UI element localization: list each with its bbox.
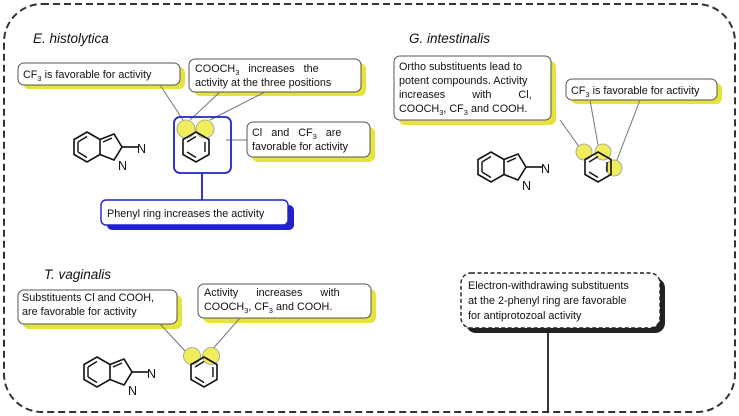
svg-text:Cl and CF3 are: Cl and CF3 are — [252, 127, 341, 141]
svg-text:N: N — [522, 179, 531, 193]
svg-text:Ortho substituents lead to: Ortho substituents lead to — [399, 61, 522, 73]
label-t-vaginalis: T. vaginalis — [44, 267, 111, 282]
gi-molecule: N N — [477, 143, 623, 193]
outer-dashed-frame — [3, 3, 736, 413]
tv-highlight-ortho — [183, 347, 201, 365]
summary-box: Electron-withdrawing substituents at the… — [460, 272, 665, 413]
svg-text:potent compounds. Activity: potent compounds. Activity — [399, 75, 528, 87]
label-e-histolytica: E. histolytica — [33, 31, 109, 46]
tv-molecule: N N — [83, 347, 220, 398]
svg-text:N: N — [118, 159, 127, 173]
gi-highlight-ortho — [575, 143, 593, 161]
svg-text:N: N — [541, 162, 550, 176]
eh-molecule: N N — [73, 116, 232, 200]
svg-text:Phenyl ring increases the acti: Phenyl ring increases the activity — [107, 208, 265, 220]
tv-callout-lines — [159, 317, 241, 353]
note-tv-activity: Activity increases with COOCH3, CF3 and … — [197, 283, 376, 323]
note-eh-cf3: CF3 is favorable for activity — [17, 62, 185, 89]
label-g-intestinalis: G. intestinalis — [409, 31, 490, 46]
eh-highlight-meta — [195, 119, 215, 139]
svg-text:favorable for activity: favorable for activity — [252, 141, 349, 153]
svg-text:Substituents Cl and COOH,: Substituents Cl and COOH, — [22, 292, 154, 304]
svg-text:N: N — [128, 384, 137, 398]
tv-highlight-meta — [202, 347, 220, 365]
svg-text:COOCH3, CF3 and COOH.: COOCH3, CF3 and COOH. — [399, 103, 527, 117]
note-tv-cl-cooh: Substituents Cl and COOH, are favorable … — [17, 289, 182, 329]
svg-text:N: N — [137, 142, 146, 156]
gi-highlight-para — [605, 159, 623, 177]
svg-text:N: N — [147, 367, 156, 381]
svg-text:CF3 is favorable for activity: CF3 is favorable for activity — [23, 69, 152, 83]
svg-text:COOCH3 increases the: COOCH3 increases the — [195, 63, 319, 77]
svg-text:for antiprotozoal activity: for antiprotozoal activity — [468, 310, 582, 322]
svg-text:CF3 is favorable for activity: CF3 is favorable for activity — [571, 85, 700, 99]
note-gi-cf3: CF3 is favorable for activity — [565, 78, 722, 104]
note-eh-cooch3: COOCH3 increases the activity at the thr… — [188, 58, 366, 96]
gi-callout-lines — [559, 99, 641, 166]
eh-highlight-ortho — [176, 119, 196, 139]
note-eh-cl-cf3: Cl and CF3 are favorable for activity — [246, 121, 375, 162]
svg-text:increases with: increases with Cl, — [399, 89, 532, 101]
note-eh-phenyl: Phenyl ring increases the activity — [100, 199, 294, 230]
svg-text:Electron-withdrawing substitue: Electron-withdrawing substituents — [468, 280, 629, 292]
note-gi-ortho: Ortho substituents lead to potent compou… — [393, 55, 556, 125]
svg-text:at the 2-phenyl ring are favor: at the 2-phenyl ring are favorable — [468, 295, 626, 307]
svg-text:are favorable for activity: are favorable for activity — [22, 306, 137, 318]
svg-text:activity at the three position: activity at the three positions — [195, 77, 332, 89]
gi-highlight-meta — [594, 143, 612, 161]
svg-text:Activity increases w: Activity increases with — [204, 287, 340, 299]
svg-text:COOCH3, CF3 and COOH.: COOCH3, CF3 and COOH. — [204, 301, 332, 315]
